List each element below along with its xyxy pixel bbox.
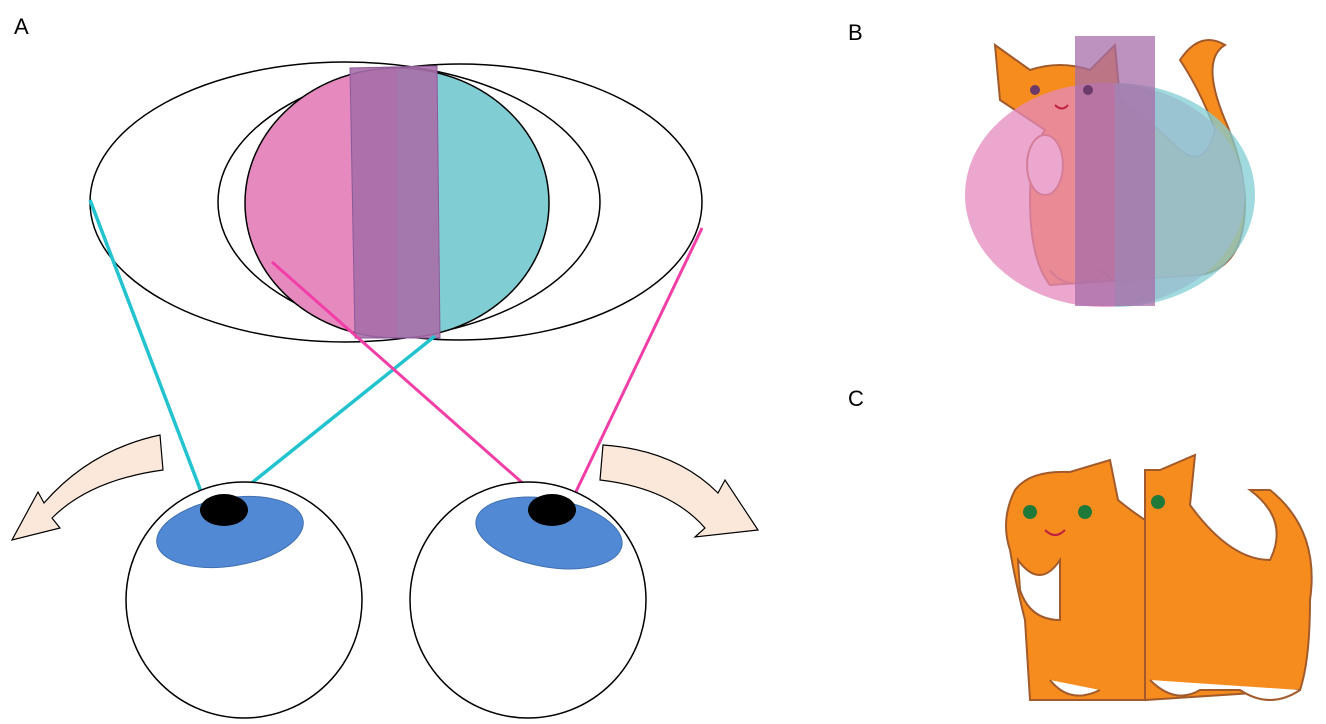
- cat-eye: [1151, 495, 1165, 509]
- cat-eye: [1023, 505, 1037, 519]
- right-eye-visual-field: [217, 63, 703, 341]
- panel-label-c: C: [848, 386, 864, 411]
- left-eye: [125, 481, 363, 719]
- panel-label-a: A: [14, 14, 29, 39]
- right-eye: [409, 481, 647, 719]
- cat-eye: [1078, 505, 1092, 519]
- panel-label-b: B: [848, 20, 863, 45]
- panel-b-fused-cat: [965, 36, 1255, 307]
- right-cat: [1144, 453, 1313, 702]
- panel-a-binocular-diagram: [10, 61, 760, 719]
- left-cat: [1005, 458, 1146, 701]
- panel-c-double-cat: [1005, 453, 1313, 702]
- right-rotation-arrow: [599, 444, 760, 538]
- pink-sight-line: [570, 227, 704, 501]
- cyan-sight-line: [88, 199, 207, 503]
- cat-face: [1030, 85, 1093, 110]
- overlap-band: [349, 65, 441, 339]
- cyan-sight-line: [236, 334, 437, 496]
- pink-sight-line: [271, 260, 536, 496]
- left-rotation-arrow: [10, 434, 164, 541]
- left-pupil: [200, 494, 248, 526]
- right-pupil: [528, 494, 576, 526]
- overlap-band: [1075, 36, 1155, 306]
